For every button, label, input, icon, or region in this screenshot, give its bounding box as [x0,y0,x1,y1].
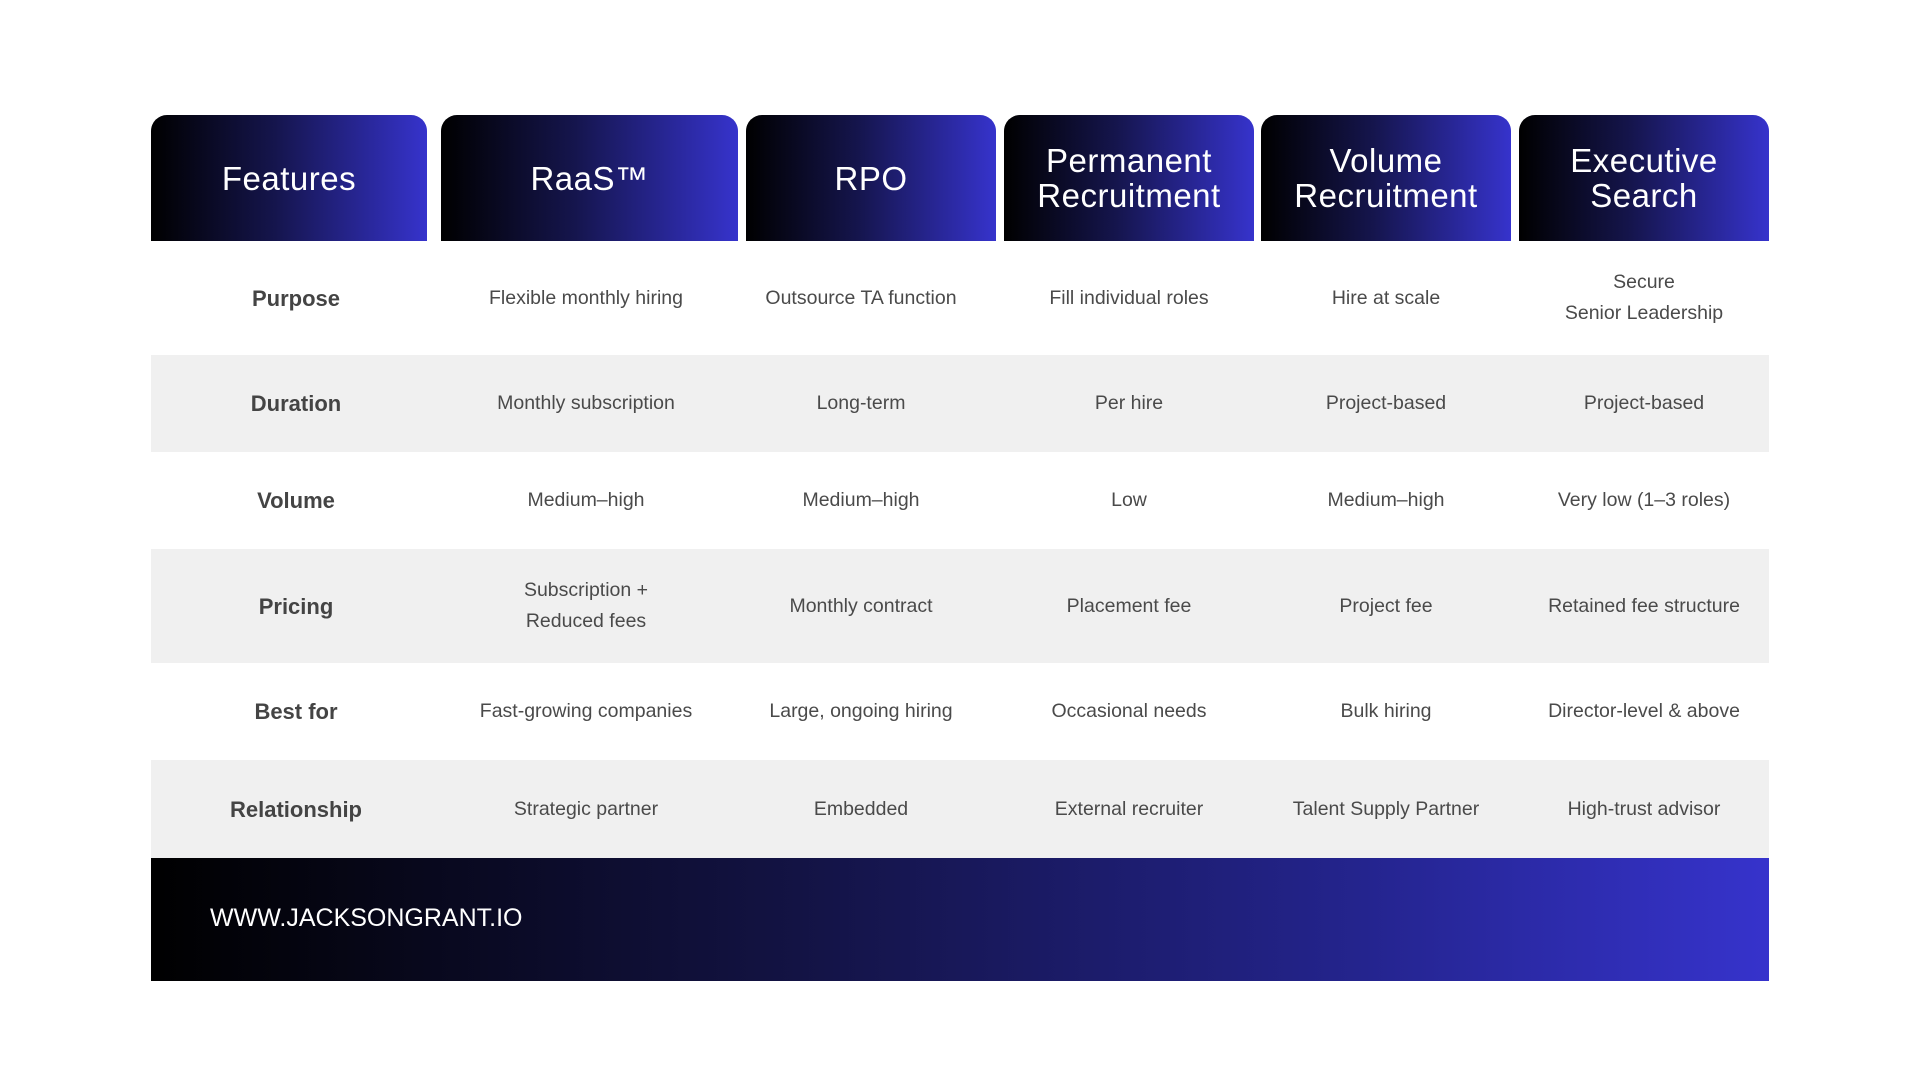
table-cell: Placement fee [1066,594,1192,617]
header-features: Features [151,115,427,241]
table-cell: Project fee [1339,594,1433,617]
row-label: Relationship [229,796,362,822]
table-cell: Hire at scale [1331,286,1441,309]
row-label: Best for [254,699,338,724]
table-cell: Medium–high [527,489,645,511]
table-cell: Per hire [1094,392,1164,414]
row-label: Volume [257,488,335,513]
table-cell: Monthly contract [789,594,933,617]
header-volume-recruitment: Volume Recruitment [1261,115,1511,241]
footer-banner: WWW.JACKSONGRANT.IO [151,858,1769,981]
table-cell: Medium–high [802,489,920,511]
table-cell: Outsource TA function [765,286,957,309]
table-cell: Bulk hiring [1340,700,1432,722]
table-cell: Fast-growing companies [479,700,693,722]
table-cell: Flexible monthly hiring [488,286,683,309]
table-row-best-for: Best for Fast-growing companies Large, ong… [151,663,1769,760]
table-row-duration: Duration Monthly subscription Long-term Per… [151,355,1769,452]
table-cell: Fill individual roles [1049,286,1209,309]
table-row-volume: Volume Medium–high Medium–high Low Medium–hi… [151,452,1769,549]
table-cell: Low [1111,489,1147,511]
table-row-pricing: Pricing Subscription + Reduced fees Monthl… [151,549,1769,663]
header-raas: RaaS™ [441,115,738,241]
table-cell: Secure Senior Leadership [1564,271,1724,324]
header-permanent-recruitment: Permanent Recruitment [1004,115,1254,241]
table-cell: Medium–high [1327,489,1445,511]
website-link[interactable]: WWW.JACKSONGRANT.IO [210,904,523,932]
row-label: Purpose [251,285,341,311]
row-label: Duration [250,391,342,416]
table-cell: Talent Supply Partner [1292,797,1480,820]
table-cell: Strategic partner [513,797,659,820]
table-cell: Very low (1–3 roles) [1557,489,1731,511]
table-cell: Director-level & above [1548,700,1740,722]
table-row-purpose: Purpose Flexible monthly hiring Outsource … [151,241,1769,355]
table-cell: High-trust advisor [1567,797,1721,820]
header-rpo: RPO [746,115,996,241]
table-cell: Large, ongoing hiring [769,700,953,722]
table-cell: Embedded [813,797,909,820]
table-cell: Retained fee structure [1548,594,1740,617]
table-cell: Project-based [1325,392,1447,414]
table-cell: External recruiter [1054,797,1204,820]
table-row-relationship: Relationship Strategic partner Embedded Ext… [151,760,1769,858]
table-cell: Long-term [816,392,906,414]
table-cell: Project-based [1583,392,1705,414]
header-executive-search: Executive Search [1519,115,1769,241]
table-cell: Monthly subscription [497,392,675,414]
row-label: Pricing [258,593,334,619]
table-cell: Subscription + Reduced fees [523,579,649,632]
table-cell: Occasional needs [1051,700,1207,722]
